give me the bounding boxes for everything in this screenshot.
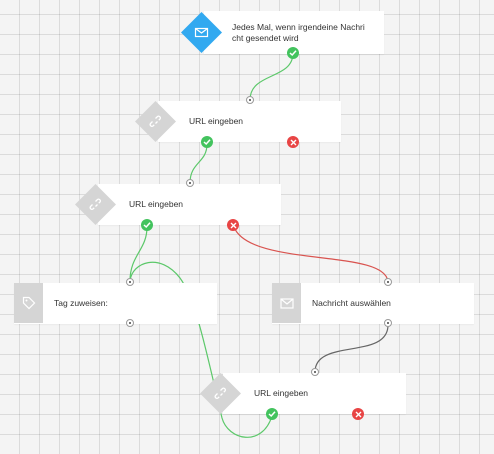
output-port[interactable] (384, 319, 392, 327)
url-node-3[interactable]: URL eingeben (199, 368, 406, 420)
wire-trigger-to-url1 (249, 52, 294, 101)
input-port[interactable] (311, 368, 319, 376)
check-icon (289, 50, 297, 57)
link-badge (74, 183, 117, 226)
success-port[interactable] (266, 408, 278, 420)
tag-badge (14, 283, 43, 323)
trigger-badge (180, 11, 223, 54)
input-port[interactable] (246, 96, 254, 104)
tag-icon (22, 296, 35, 310)
wire-message-to-url3 (314, 324, 389, 373)
tag-node-label: Tag zuweisen: (54, 298, 108, 308)
x-icon (230, 222, 236, 228)
link-icon (214, 387, 226, 399)
input-port[interactable] (126, 278, 134, 286)
tag-node[interactable]: Tag zuweisen: (14, 278, 217, 327)
check-icon (203, 139, 211, 146)
trigger-label: Jedes Mal, wenn irgendeine Nachri cht ge… (232, 21, 365, 43)
message-node[interactable]: Nachricht auswählen (272, 278, 474, 327)
message-badge (272, 283, 301, 323)
link-badge (199, 372, 242, 415)
link-badge (134, 100, 177, 143)
url-node-2-label: URL eingeben (129, 199, 184, 209)
url-node-3-label: URL eingeben (254, 388, 309, 398)
url-node-2[interactable]: URL eingeben (74, 179, 281, 231)
success-port[interactable] (287, 47, 299, 59)
success-port[interactable] (201, 136, 213, 148)
success-port[interactable] (141, 219, 153, 231)
wire-url1-to-url2 (189, 143, 208, 184)
message-node-label: Nachricht auswählen (312, 298, 391, 308)
url-node-1-label: URL eingeben (189, 116, 244, 126)
check-icon (268, 411, 276, 418)
failure-port[interactable] (352, 408, 364, 420)
failure-port[interactable] (287, 136, 299, 148)
trigger-node[interactable]: Jedes Mal, wenn irgendeine Nachri cht ge… (180, 11, 384, 59)
output-port[interactable] (126, 319, 134, 327)
url-node-1[interactable]: URL eingeben (134, 96, 341, 148)
envelope-icon (279, 297, 294, 309)
link-icon (89, 198, 101, 210)
envelope-icon (194, 27, 209, 38)
input-port[interactable] (186, 179, 194, 187)
check-icon (143, 222, 151, 229)
input-port[interactable] (384, 278, 392, 286)
x-icon (355, 411, 361, 417)
wire-url3-loop-to-tag (129, 261, 273, 438)
wire-url2-fail-to-message (233, 226, 389, 283)
x-icon (290, 139, 296, 145)
failure-port[interactable] (227, 219, 239, 231)
wire-url2-to-tag (129, 226, 148, 282)
link-icon (149, 115, 161, 127)
